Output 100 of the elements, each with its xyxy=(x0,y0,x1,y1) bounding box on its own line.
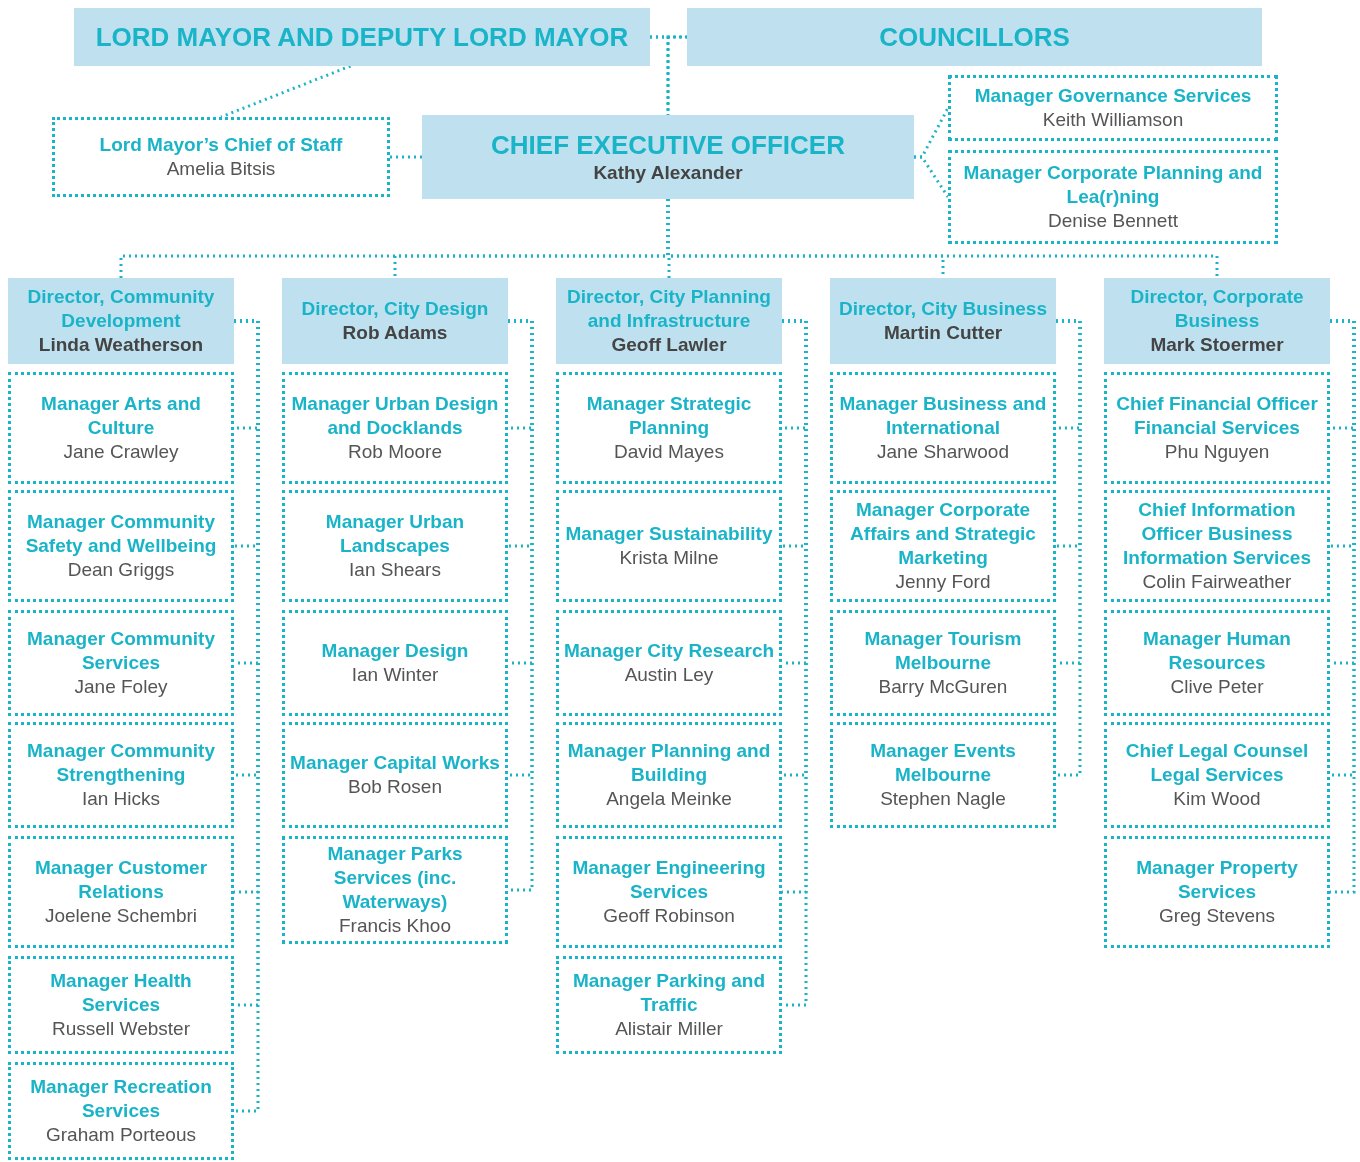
position-title: Manager Business and International xyxy=(838,392,1048,440)
person-name: Kathy Alexander xyxy=(593,161,743,185)
person-name: Geoff Lawler xyxy=(611,333,727,357)
director-box xyxy=(1104,278,1330,364)
position-title: Manager Governance Services xyxy=(973,84,1253,108)
person-name: Jane Crawley xyxy=(63,440,179,464)
person-name: Bob Rosen xyxy=(348,775,442,799)
connector-line xyxy=(666,35,687,115)
person-name: Graham Porteous xyxy=(46,1123,196,1147)
position-box xyxy=(556,836,782,948)
connector-line xyxy=(666,199,1219,278)
position-title: Manager Community Services xyxy=(26,627,216,675)
person-name: Ian Shears xyxy=(349,558,441,582)
position-title: Manager Corporate Planning and Lea(r)ning xyxy=(962,161,1264,209)
position-title: Manager Planning and Building xyxy=(566,739,772,787)
position-title: Manager City Research xyxy=(562,639,776,663)
director-box xyxy=(8,278,234,364)
position-box xyxy=(8,956,234,1054)
connector-line xyxy=(390,155,422,159)
person-name: Dean Griggs xyxy=(67,558,175,582)
person-name: Joelene Schembri xyxy=(44,904,198,928)
position-title: Manager Customer Relations xyxy=(33,856,209,904)
position-title: Manager Health Services xyxy=(49,969,193,1017)
position-title: Manager Strategic Planning xyxy=(585,392,753,440)
position-box xyxy=(8,490,234,602)
position-box xyxy=(556,722,782,828)
position-box xyxy=(8,372,234,484)
position-box xyxy=(1104,372,1330,484)
position-title: Manager Sustainability xyxy=(564,522,774,546)
person-name: Keith Williamson xyxy=(1042,108,1184,132)
position-title: Chief Financial Officer Financial Services xyxy=(1115,392,1319,440)
person-name: Martin Cutter xyxy=(883,321,1003,345)
position-box xyxy=(8,1062,234,1160)
position-box xyxy=(8,722,234,828)
person-name: Kim Wood xyxy=(1173,787,1261,811)
position-box xyxy=(1104,722,1330,828)
position-title: LORD MAYOR AND DEPUTY LORD MAYOR xyxy=(94,21,630,53)
position-title: Chief Information Officer Business Information Services xyxy=(1122,498,1312,570)
position-title: Manager Parking and Traffic xyxy=(571,969,767,1017)
position-box xyxy=(282,722,508,828)
position-title: Director, City Business xyxy=(838,297,1048,321)
position-title: Lord Mayor’s Chief of Staff xyxy=(98,133,344,157)
position-title: Director, Community Development xyxy=(26,285,216,333)
person-name: Austin Ley xyxy=(624,663,714,687)
position-title: Manager Engineering Services xyxy=(571,856,767,904)
position-title: Manager Events Melbourne xyxy=(869,739,1017,787)
position-box xyxy=(556,490,782,602)
position-box xyxy=(948,75,1278,141)
position-title: Manager Community Safety and Wellbeing xyxy=(24,510,218,558)
position-box xyxy=(1104,610,1330,716)
person-name: Barry McGuren xyxy=(878,675,1008,699)
position-title: Director, Corporate Business xyxy=(1129,285,1305,333)
position-title: Director, City Planning and Infrastructure xyxy=(566,285,772,333)
position-title: Manager Corporate Affairs and Strategic Marketing xyxy=(849,498,1037,570)
person-name: Mark Stoermer xyxy=(1150,333,1284,357)
person-name: Colin Fairweather xyxy=(1142,570,1292,594)
heading-band xyxy=(74,8,650,66)
person-name: Alistair Miller xyxy=(615,1017,723,1041)
person-name: Geoff Robinson xyxy=(603,904,735,928)
heading-band xyxy=(422,115,914,199)
person-name: Rob Adams xyxy=(342,321,448,345)
person-name: Jane Sharwood xyxy=(876,440,1009,464)
position-box xyxy=(830,372,1056,484)
position-title: COUNCILLORS xyxy=(878,21,1071,53)
person-name: Ian Hicks xyxy=(81,787,161,811)
person-name: Denise Bennett xyxy=(1048,209,1178,233)
position-title: Manager Community Strengthening xyxy=(26,739,216,787)
person-name: Amelia Bitsis xyxy=(166,157,276,181)
connector-line xyxy=(1056,319,1082,777)
person-name: David Mayes xyxy=(614,440,724,464)
position-box xyxy=(8,610,234,716)
person-name: Ian Winter xyxy=(351,663,439,687)
position-box xyxy=(830,610,1056,716)
connector-line xyxy=(914,155,950,198)
connector-line xyxy=(508,319,534,892)
position-title: CHIEF EXECUTIVE OFFICER xyxy=(490,129,846,161)
position-title: Chief Legal Counsel Legal Services xyxy=(1124,739,1310,787)
person-name: Greg Stevens xyxy=(1158,904,1276,928)
person-name: Clive Peter xyxy=(1170,675,1264,699)
person-name: Rob Moore xyxy=(348,440,442,464)
position-box xyxy=(282,372,508,484)
position-box xyxy=(1104,490,1330,602)
position-title: Manager Parks Services (inc. Waterways) xyxy=(326,842,464,914)
person-name: Jenny Ford xyxy=(895,570,991,594)
position-box xyxy=(830,722,1056,828)
position-title: Manager Arts and Culture xyxy=(40,392,202,440)
person-name: Angela Meinke xyxy=(606,787,732,811)
person-name: Jane Foley xyxy=(74,675,168,699)
position-box xyxy=(282,836,508,944)
position-box xyxy=(1104,836,1330,948)
position-title: Manager Human Resources xyxy=(1142,627,1292,675)
position-box xyxy=(830,490,1056,602)
position-title: Manager Recreation Services xyxy=(29,1075,213,1123)
person-name: Stephen Nagle xyxy=(880,787,1006,811)
position-box xyxy=(556,372,782,484)
person-name: Russell Webster xyxy=(52,1017,190,1041)
person-name: Krista Milne xyxy=(619,546,719,570)
position-title: Manager Capital Works xyxy=(289,751,501,775)
position-box xyxy=(8,836,234,948)
position-title: Manager Design xyxy=(320,639,470,663)
